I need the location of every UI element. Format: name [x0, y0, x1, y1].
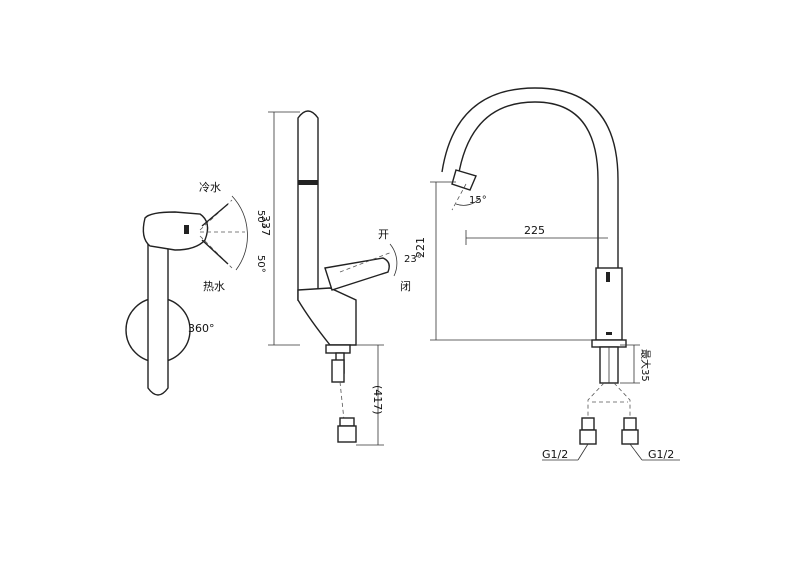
spout-tip	[451, 169, 477, 191]
fitting-right-nut	[621, 429, 639, 445]
lever-handle	[324, 257, 390, 291]
lever-open-position	[339, 251, 393, 273]
supply-hose	[339, 381, 345, 421]
mount-nut	[325, 344, 351, 354]
spout-angle-arc	[455, 197, 481, 206]
close-label: 闭	[400, 280, 411, 293]
mount-thread	[331, 359, 345, 383]
angle-arc	[231, 195, 248, 271]
thread-left-leader	[577, 443, 589, 461]
faucet-body	[297, 287, 357, 346]
fitting-left-top	[581, 417, 595, 431]
spout-side	[297, 110, 319, 301]
spout-top	[147, 231, 169, 396]
height-label: 337	[259, 215, 272, 236]
front-mount-nut	[591, 339, 627, 348]
front-view: 15° 225 221 最大35 G1/2	[414, 87, 680, 461]
reach-label: 225	[524, 224, 545, 237]
hot-water-label: 热水	[203, 280, 225, 293]
fitting-left-nut	[579, 429, 597, 445]
hose-fitting-top	[339, 417, 355, 427]
hose-fitting-nut	[337, 425, 357, 443]
top-view: 冷水 热水 50° 50° 360°	[125, 181, 266, 396]
cold-water-label: 冷水	[199, 181, 221, 194]
thread-right-label: G1/2	[648, 448, 674, 461]
spout-inner	[441, 87, 619, 268]
hub-mark	[184, 225, 189, 234]
spout-angle-label: 15°	[469, 195, 487, 206]
front-body-foot-mark	[606, 332, 612, 335]
handle-hub	[142, 211, 209, 251]
open-label: 开	[378, 228, 389, 241]
handle-angle-label: 23°	[404, 254, 422, 265]
thread-right-leader	[629, 443, 643, 461]
max-thickness-label: 最大35	[639, 349, 652, 382]
side-view: 337 开 23° 闭 (417)	[259, 110, 422, 446]
front-body-mark	[606, 272, 610, 282]
angle-cold-label: 50°	[255, 210, 266, 228]
spout-height-label: 221	[414, 237, 427, 258]
rotation-label: 360°	[188, 322, 215, 335]
lever-angle-arc	[389, 243, 398, 277]
hose-left	[587, 382, 605, 418]
handle-cold-edge	[201, 203, 229, 227]
pipe-length-label: (417)	[371, 385, 384, 415]
spout-angle-line	[451, 183, 467, 211]
handle-hot-edge	[201, 239, 229, 265]
aerator-band	[298, 180, 318, 185]
thread-left-label: G1/2	[542, 448, 568, 461]
hose-right	[613, 382, 631, 418]
angle-hot-label: 50°	[255, 255, 266, 273]
spout-outer	[457, 101, 599, 268]
fitting-right-top	[623, 417, 637, 431]
